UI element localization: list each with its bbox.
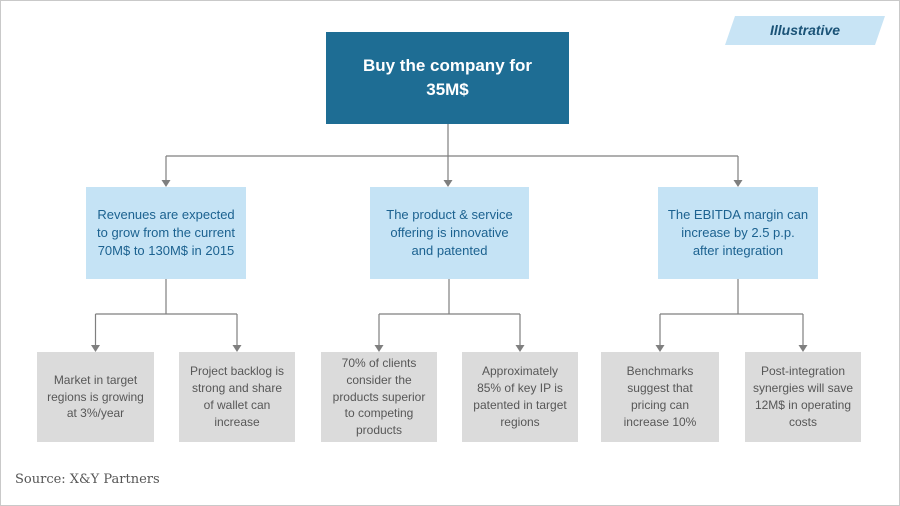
leaf-node-market-growth: Market in target regions is growing at 3… [37, 352, 154, 442]
leaf-node-client-perception: 70% of clients consider the products sup… [321, 352, 437, 442]
root-node-buy-company: Buy the company for 35M$ [326, 32, 569, 124]
leaf-node-pricing-benchmarks: Benchmarks suggest that pricing can incr… [601, 352, 719, 442]
illustrative-tag: Illustrative [725, 16, 885, 45]
leaf-node-integration-synergies: Post-integration synergies will save 12M… [745, 352, 861, 442]
branch-node-product-service: The product & service offering is innova… [370, 187, 529, 279]
branch-node-ebitda-margin: The EBITDA margin can increase by 2.5 p.… [658, 187, 818, 279]
branch-node-revenues: Revenues are expected to grow from the c… [86, 187, 246, 279]
source-note: Source: X&Y Partners [15, 472, 160, 487]
leaf-node-ip-patents: Approximately 85% of key IP is patented … [462, 352, 578, 442]
illustrative-tag-label: Illustrative [769, 22, 841, 38]
leaf-node-project-backlog: Project backlog is strong and share of w… [179, 352, 295, 442]
